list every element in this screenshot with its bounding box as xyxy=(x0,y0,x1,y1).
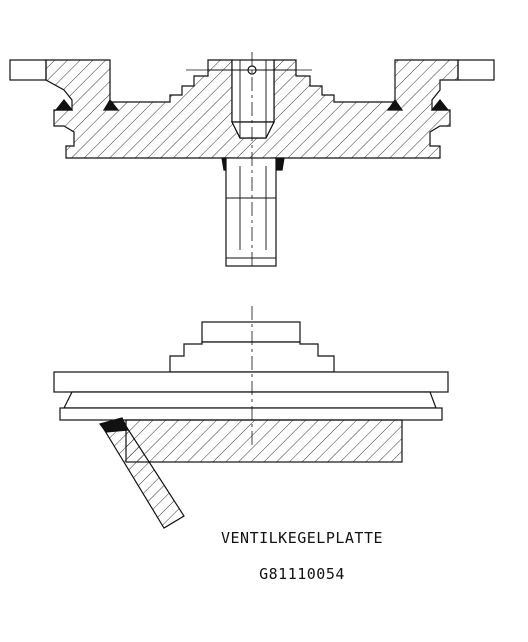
hub-top xyxy=(201,321,301,343)
arm-seal xyxy=(98,417,129,433)
seal-right-inner xyxy=(386,98,404,111)
hatched-block xyxy=(125,419,403,463)
part-number: G81110054 xyxy=(259,565,345,583)
plate-base xyxy=(59,407,443,421)
section-body xyxy=(45,59,459,171)
seal-left-outer xyxy=(54,99,74,111)
seal-left-inner xyxy=(102,98,120,111)
bore-tip xyxy=(231,121,275,139)
plate-lower xyxy=(63,391,437,409)
drawing-title: VENTILKEGELPLATTE xyxy=(220,529,384,547)
seal-right-outer xyxy=(430,99,450,111)
side-view xyxy=(53,321,449,529)
valve-stem xyxy=(225,157,277,267)
section-view xyxy=(9,59,495,267)
plate-upper xyxy=(53,371,449,393)
right-flange-tab xyxy=(457,59,495,81)
left-flange-tab xyxy=(9,59,47,81)
